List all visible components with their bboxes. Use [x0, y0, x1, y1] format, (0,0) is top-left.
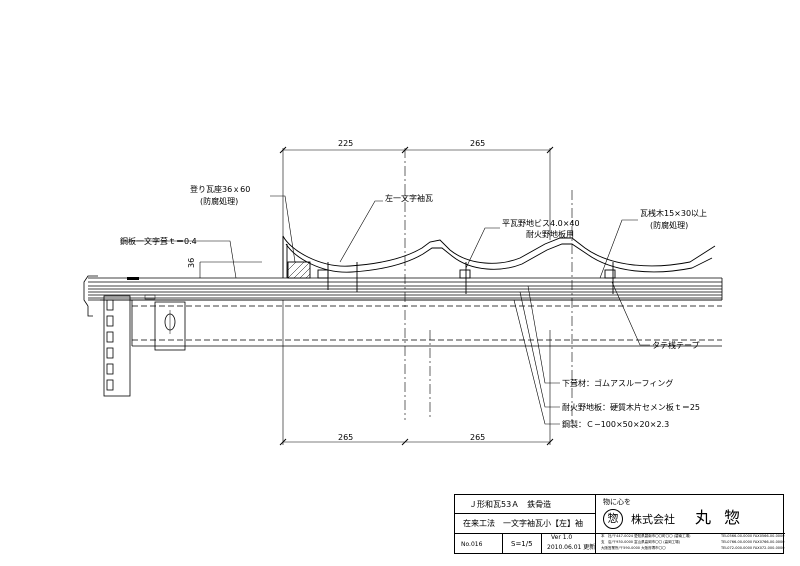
tel-2: TEL0766-00-0000 FAX0766-00-0000 — [721, 540, 785, 544]
title-row2: 在来工法 一文字袖瓦小【左】袖 — [463, 519, 583, 528]
title-block: Ｊ形和瓦53Ａ 鉄骨造 在来工法 一文字袖瓦小【左】袖 No.016 S=1/5… — [454, 494, 785, 554]
title-row1: Ｊ形和瓦53Ａ 鉄骨造 — [469, 500, 552, 509]
label-ridge-seat-sub: (防腐処理) — [200, 196, 238, 206]
company-name: 丸 惣 — [695, 508, 745, 527]
leader-left-tile — [339, 200, 383, 263]
label-sheathing: 耐火野地板：硬質木片セメン板ｔ＝25 — [562, 402, 700, 412]
leader-batten — [599, 219, 638, 279]
label-batten: 瓦桟木15×30以上 — [640, 208, 707, 218]
dim-top-left: 225 — [338, 139, 353, 148]
leader-tape — [611, 281, 650, 346]
leader-ridge-seat — [270, 195, 296, 263]
label-underlay: 下葺材：ゴムアスルーフィング — [562, 378, 673, 388]
label-steel-sheet: 鋼板一文字葺ｔ＝0.4 — [120, 236, 197, 246]
leader-screw — [465, 227, 500, 269]
dim-top-right: 265 — [470, 139, 485, 148]
label-steel: 鋼製：Ｃ−100×50×20×2.3 — [562, 419, 669, 429]
label-batten-sub: (防腐処理) — [650, 220, 688, 230]
drawing-date: 2010.06.01 更新 — [547, 544, 596, 551]
label-screw: 平瓦野地ビス4.0×40 — [502, 218, 580, 228]
leader-underlay — [527, 285, 560, 384]
tel-1: TEL0566-00-0000 FAX0566-00-0000 — [721, 534, 785, 538]
dim-bottom-right-label: 265 — [470, 433, 485, 442]
drawing-version: Ver 1.0 — [551, 534, 573, 541]
fascia-board — [103, 295, 131, 397]
address-2: 支 店/〒930-0000 富山県高岡市〇〇 (高岡工場) — [601, 540, 680, 544]
label-ridge-seat: 登り瓦座36ｘ60 — [190, 184, 250, 194]
drawing-scale: S=1/5 — [511, 540, 533, 548]
left-sleeve-tile — [282, 235, 716, 267]
steel-bracket — [154, 301, 186, 351]
tel-3: TEL072-000-0000 FAX072-000-0000 — [721, 546, 785, 550]
company-logo: 惣 — [603, 509, 623, 529]
address-3: 大阪営業所/〒590-0000 大阪府堺市〇〇 — [601, 546, 666, 550]
label-left-tile: 左一文字袖瓦 — [385, 193, 433, 203]
tile-batten — [317, 269, 329, 279]
label-tape: タテ桟テープ — [652, 340, 700, 350]
label-screw-sub: 耐火野地板用 — [526, 229, 574, 239]
drawing-number: No.016 — [461, 541, 483, 548]
leader-steel-sheet — [120, 240, 237, 279]
leader-sheathing — [519, 291, 560, 408]
dim-36: 36 — [187, 258, 196, 268]
leader-steel — [513, 299, 560, 425]
dim-bottom-left-label: 265 — [338, 433, 353, 442]
ridge-seat-block — [287, 261, 311, 279]
company-tagline: 物に心を — [603, 498, 631, 506]
address-1: 本 社/〒447-0024 愛知県碧南市〇〇町〇〇 (碧南工場) — [601, 534, 691, 538]
company-prefix: 株式会社 — [631, 513, 675, 526]
